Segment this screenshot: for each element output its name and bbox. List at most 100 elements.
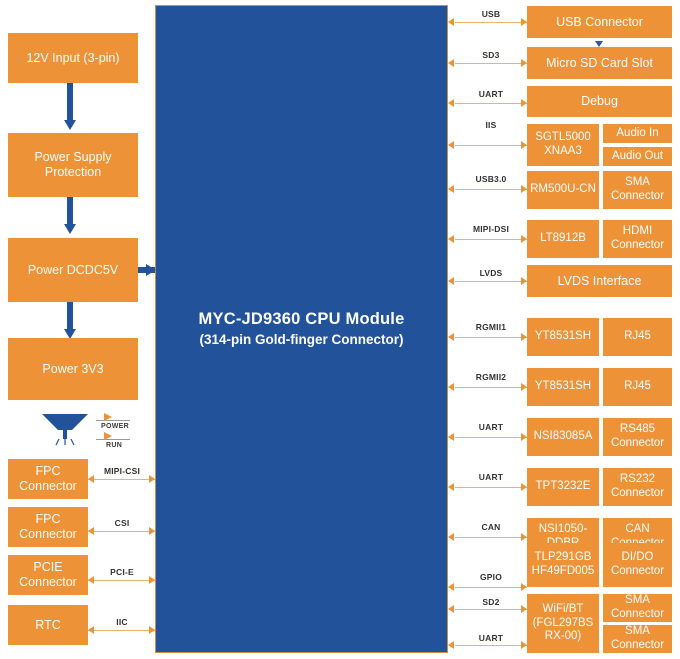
power-block-dcdc5v[interactable]: Power DCDC5V [8,238,138,302]
right-peripheral-chip-wifi-bt[interactable]: WiFi/BT (FGL297BS RX-00) [527,594,599,653]
left-peripheral-rtc[interactable]: RTC [8,605,88,645]
right-peripheral-lvds-interface[interactable]: LVDS Interface [527,265,672,297]
right-peripheral-di-do-connector[interactable]: DI/DO Connector [603,543,672,587]
right-bus-line-sd3 [455,63,527,64]
right-peripheral-label: Micro SD Card Slot [546,55,653,70]
right-peripheral-chip-lt8912b[interactable]: LT8912B [527,220,599,258]
left-peripheral-pcie-connector[interactable]: PCIE Connector [8,555,88,595]
right-peripheral-sma-connector-usb30[interactable]: SMA Connector [603,171,672,209]
right-peripheral-audio-out[interactable]: Audio Out [603,147,672,166]
power-arrow-2-icon [64,224,76,234]
right-bus-arrow-left-icon [448,583,454,591]
right-peripheral-usb-connector[interactable]: USB Connector [527,6,672,38]
right-bus-line-lvds [455,281,527,282]
right-bus-line-can [455,537,527,538]
right-bus-line-usb30 [455,189,527,190]
right-bus-arrow-left-icon [448,59,454,67]
right-peripheral-chip-sgtl5000[interactable]: SGTL5000 XNAA3 [527,124,599,166]
left-peripheral-label-line2: Connector [19,479,77,493]
right-bus-line-rgmii1 [455,337,527,338]
power-block-3v3[interactable]: Power 3V3 [8,338,138,400]
left-bus-label-iic: IIC [116,617,128,627]
cpu-module-title: MYC-JD9360 CPU Module [198,310,405,329]
right-bus-line-sd2 [455,609,527,610]
led-power-icon [104,413,112,421]
right-peripheral-chip-label-line1: TLP291GB [534,551,592,564]
led-run-icon [104,432,112,440]
right-peripheral-chip-label: LT8912B [540,232,586,245]
right-bus-arrow-right-icon [521,18,527,26]
left-peripheral-label-line1: RTC [35,617,61,632]
right-bus-arrow-right-icon [521,433,527,441]
right-bus-line-iis [455,145,527,146]
right-peripheral-label-line2: Connector [610,565,665,577]
right-bus-arrow-right-icon [521,235,527,243]
right-peripheral-label: Audio In [616,126,659,139]
right-peripheral-chip-label-line2: XNAA3 [544,145,582,157]
right-bus-label-uart-rs232: UART [478,472,504,482]
right-bus-arrow-right-icon [521,641,527,649]
right-peripheral-chip-yt8531sh-1[interactable]: YT8531SH [527,318,599,356]
left-bus-line-pcie [88,580,155,581]
right-peripheral-label-line1: SMA [625,594,650,607]
right-bus-arrow-left-icon [448,141,454,149]
cpu-module-block[interactable]: MYC-JD9360 CPU Module (314-pin Gold-fing… [155,5,448,653]
left-bus-label-mipi-csi: MIPI-CSI [103,466,141,476]
right-bus-line-gpio [455,587,527,588]
right-peripheral-rs232-connector[interactable]: RS232 Connector [603,468,672,506]
right-peripheral-rj45-2[interactable]: RJ45 [603,368,672,406]
right-peripheral-chip-yt8531sh-2[interactable]: YT8531SH [527,368,599,406]
right-peripheral-chip-rm500u-cn[interactable]: RM500U-CN [527,171,599,209]
left-peripheral-fpc-connector-1[interactable]: FPC Connector [8,459,88,499]
right-peripheral-label-line1: HDMI [622,225,653,238]
left-bus-arrow-left-icon [88,527,94,535]
right-bus-arrow-right-icon [521,141,527,149]
left-peripheral-label-line2: Connector [19,575,77,589]
right-bus-line-rgmii2 [455,387,527,388]
right-peripheral-chip-tpt3232e[interactable]: TPT3232E [527,468,599,506]
right-peripheral-rs485-connector[interactable]: RS485 Connector [603,418,672,456]
right-bus-line-uart-rs485 [455,437,527,438]
right-peripheral-chip-label: NSI83085A [533,430,593,443]
right-peripheral-sma-connector-wifi[interactable]: SMA Connector [603,594,672,622]
left-bus-arrow-right-icon [149,576,155,584]
right-peripheral-rj45-1[interactable]: RJ45 [603,318,672,356]
right-peripheral-audio-in[interactable]: Audio In [603,124,672,143]
left-peripheral-label-line2: Connector [19,527,77,541]
right-bus-label-uart-rs485: UART [478,422,504,432]
right-bus-arrow-left-icon [448,277,454,285]
right-peripheral-debug[interactable]: Debug [527,86,672,117]
right-bus-arrow-right-icon [521,483,527,491]
right-peripheral-hdmi-connector[interactable]: HDMI Connector [603,220,672,258]
right-peripheral-chip-nsi83085a[interactable]: NSI83085A [527,418,599,456]
right-bus-arrow-left-icon [448,641,454,649]
right-bus-arrow-left-icon [448,333,454,341]
right-bus-label-can: CAN [481,522,501,532]
right-peripheral-chip-label: YT8531SH [534,330,592,343]
right-bus-arrow-right-icon [521,277,527,285]
right-peripheral-sma-connector-bt[interactable]: SMA Connector [603,625,672,653]
right-peripheral-micro-sd-card-slot[interactable]: Micro SD Card Slot [527,47,672,79]
led-run-line [96,439,130,440]
power-block-label-line1: Power Supply [34,150,112,165]
power-block-label: 12V Input (3-pin) [26,50,120,65]
left-peripheral-fpc-connector-2[interactable]: FPC Connector [8,507,88,547]
right-bus-line-mipi-dsi [455,239,527,240]
right-bus-label-usb30: USB3.0 [475,174,507,184]
power-block-label: Power DCDC5V [27,262,119,277]
right-peripheral-chip-label-line2: HF49FD005 [531,565,595,577]
left-bus-label-pcie: PCI-E [110,567,134,577]
right-bus-label-sd3: SD3 [482,50,500,60]
right-peripheral-chip-label-line3: RX-00) [544,630,582,643]
right-bus-arrow-left-icon [448,533,454,541]
right-bus-line-usb [455,22,527,23]
power-block-12v-input[interactable]: 12V Input (3-pin) [8,33,138,83]
power-block-supply-protection[interactable]: Power Supply Protection [8,133,138,197]
right-peripheral-label-line2: Connector [610,239,665,251]
right-bus-arrow-right-icon [521,533,527,541]
right-peripheral-chip-tlp291gb[interactable]: TLP291GB HF49FD005 [527,543,599,587]
right-bus-line-uart-debug [455,103,527,104]
left-bus-arrow-right-icon [149,626,155,634]
right-bus-label-mipi-dsi: MIPI-DSI [472,224,510,234]
